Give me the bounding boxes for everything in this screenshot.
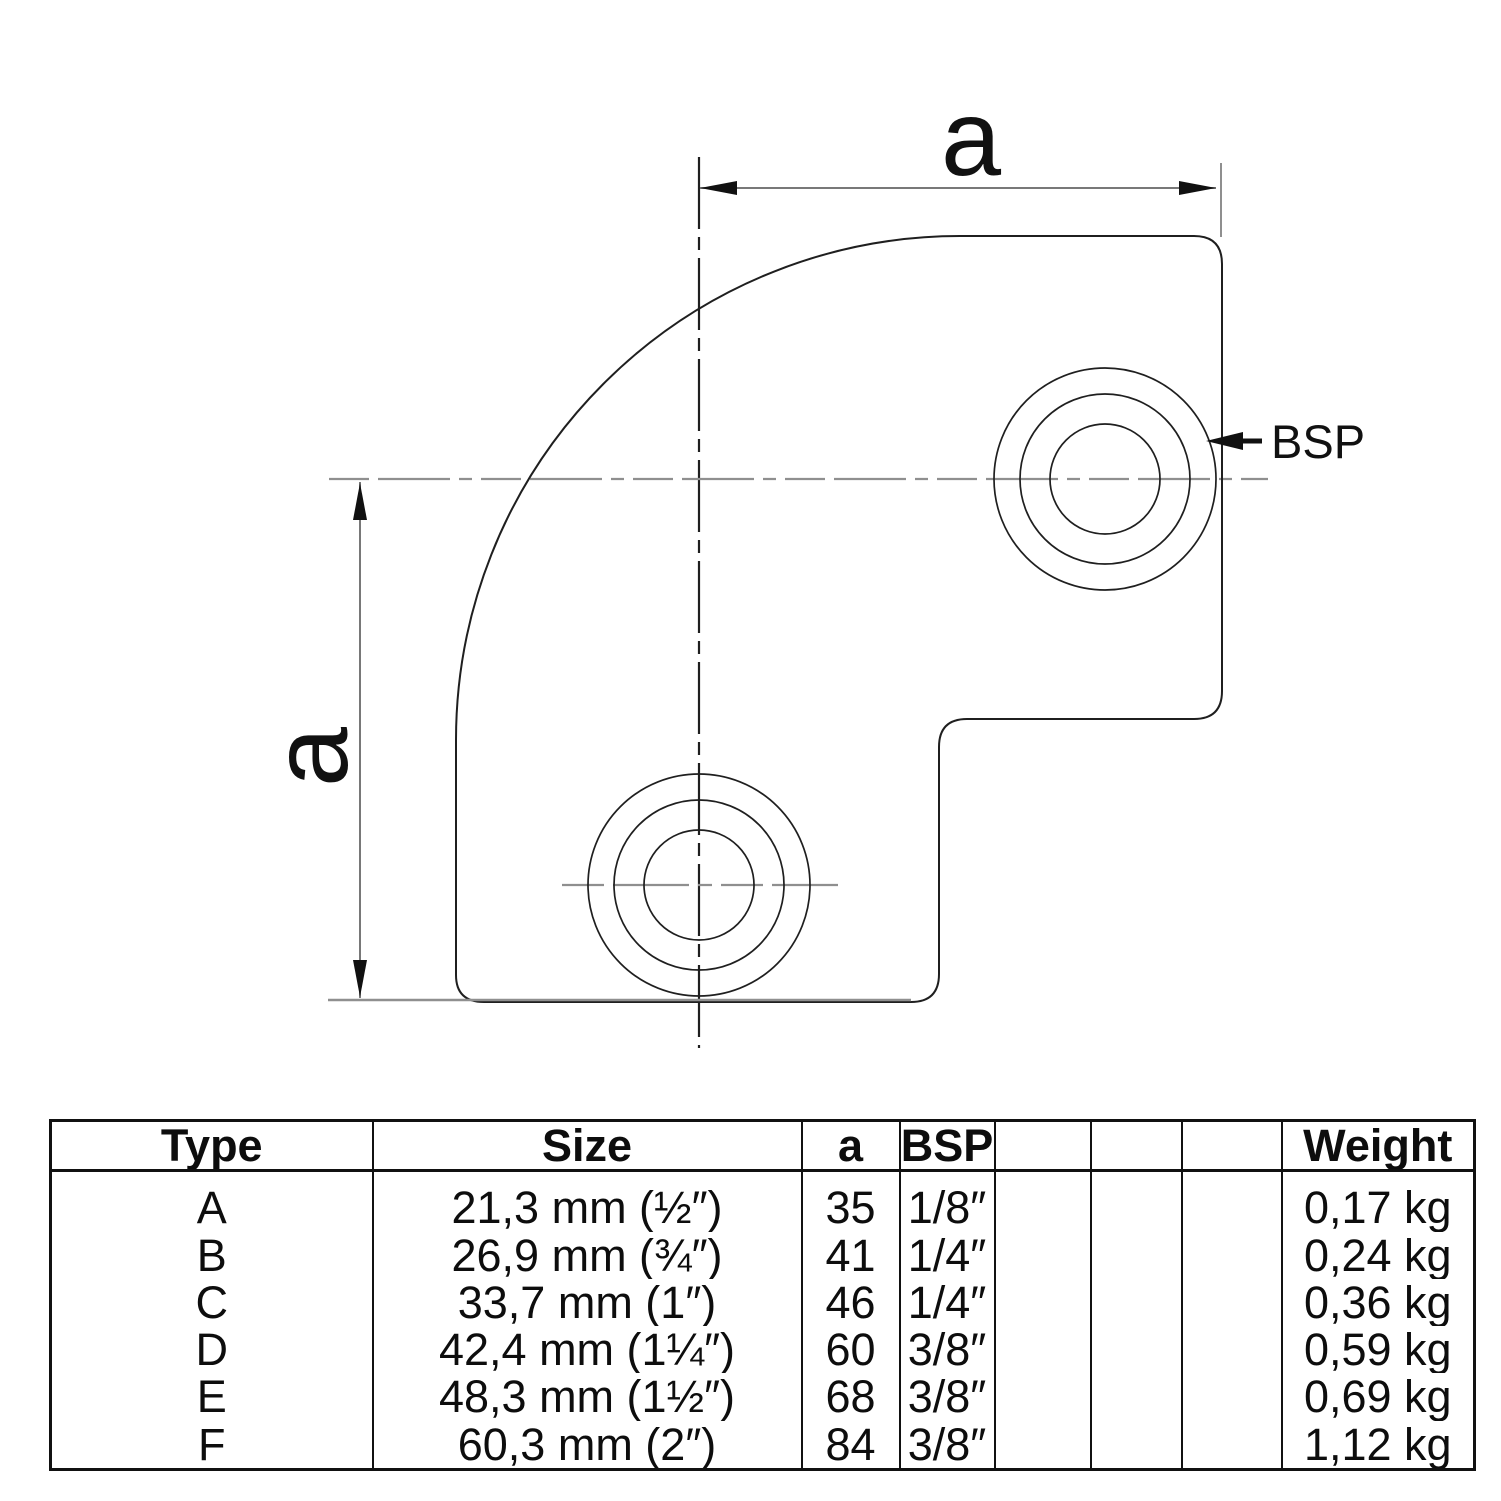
cell-empty xyxy=(993,1420,1092,1470)
dimension-top-label: a xyxy=(941,77,1002,198)
cell-a: 68 xyxy=(800,1373,901,1421)
dimension-left-label: a xyxy=(249,726,370,787)
cell-bsp: 3/8″ xyxy=(898,1420,996,1470)
col-header-type: Type xyxy=(49,1120,374,1173)
bsp-arrowhead-icon xyxy=(1206,432,1243,450)
cell-empty xyxy=(1089,1326,1183,1374)
cell-size: 21,3 mm (½″) xyxy=(371,1170,803,1232)
cell-type: B xyxy=(49,1231,374,1279)
cell-bsp: 3/8″ xyxy=(898,1326,996,1374)
cell-empty xyxy=(1180,1170,1283,1232)
cell-empty xyxy=(993,1278,1092,1326)
arrowhead-left-icon xyxy=(700,181,737,195)
cell-empty xyxy=(1180,1231,1283,1279)
cell-type: E xyxy=(49,1373,374,1421)
cell-weight: 0,59 kg xyxy=(1280,1326,1476,1374)
cell-size: 48,3 mm (1½″) xyxy=(371,1373,803,1421)
cell-empty xyxy=(1180,1373,1283,1421)
bsp-leader: BSP xyxy=(1206,415,1365,468)
cell-size: 33,7 mm (1″) xyxy=(371,1278,803,1326)
table-row: B 26,9 mm (¾″) 41 1/4″ 0,24 kg xyxy=(49,1231,1476,1279)
cell-weight: 0,24 kg xyxy=(1280,1231,1476,1279)
col-header-a: a xyxy=(800,1120,901,1173)
bottom-socket-middle-circle xyxy=(613,799,785,971)
col-header-size: Size xyxy=(371,1120,803,1173)
cell-empty xyxy=(993,1170,1092,1232)
cell-weight: 0,17 kg xyxy=(1280,1170,1476,1232)
cell-size: 26,9 mm (¾″) xyxy=(371,1231,803,1279)
cell-empty xyxy=(1180,1326,1283,1374)
top-socket-outer-circle xyxy=(993,367,1217,591)
cell-type: F xyxy=(49,1420,374,1470)
cell-weight: 1,12 kg xyxy=(1280,1420,1476,1470)
cell-empty xyxy=(1089,1170,1183,1232)
table-row: C 33,7 mm (1″) 46 1/4″ 0,36 kg xyxy=(49,1278,1476,1326)
col-header-weight: Weight xyxy=(1280,1120,1476,1173)
cell-bsp: 1/4″ xyxy=(898,1278,996,1326)
cell-empty xyxy=(1089,1373,1183,1421)
cell-empty xyxy=(1180,1278,1283,1326)
centerlines xyxy=(329,157,1268,1048)
cell-weight: 0,36 kg xyxy=(1280,1278,1476,1326)
cell-a: 35 xyxy=(800,1170,901,1232)
arrowhead-up-icon xyxy=(353,483,367,520)
spec-table: Type Size a BSP Weight A 21,3 mm (½″) 35… xyxy=(49,1119,1476,1471)
col-header-empty-1 xyxy=(993,1120,1092,1173)
table-row: E 48,3 mm (1½″) 68 3/8″ 0,69 kg xyxy=(49,1373,1476,1421)
cell-empty xyxy=(993,1231,1092,1279)
arrowhead-down-icon xyxy=(353,960,367,997)
top-socket-bore xyxy=(993,367,1217,591)
cell-a: 41 xyxy=(800,1231,901,1279)
cell-empty xyxy=(993,1373,1092,1421)
bottom-socket-bore xyxy=(587,773,811,997)
cell-size: 42,4 mm (1¼″) xyxy=(371,1326,803,1374)
bsp-leader-label: BSP xyxy=(1271,415,1365,468)
cell-empty xyxy=(1180,1420,1283,1470)
elbow-body-outline xyxy=(455,235,1223,1003)
header-row: Type Size a BSP Weight xyxy=(49,1120,1476,1173)
cell-empty xyxy=(1089,1420,1183,1470)
cell-bsp: 1/8″ xyxy=(898,1170,996,1232)
cell-empty xyxy=(1089,1278,1183,1326)
table-row: A 21,3 mm (½″) 35 1/8″ 0,17 kg xyxy=(49,1170,1476,1232)
arrowhead-right-icon xyxy=(1179,181,1216,195)
cell-type: A xyxy=(49,1170,374,1232)
dimension-top: a xyxy=(700,77,1222,237)
cell-size: 60,3 mm (2″) xyxy=(371,1420,803,1470)
col-header-empty-2 xyxy=(1089,1120,1183,1173)
cell-weight: 0,69 kg xyxy=(1280,1373,1476,1421)
cell-type: C xyxy=(49,1278,374,1326)
cell-type: D xyxy=(49,1326,374,1374)
cell-a: 46 xyxy=(800,1278,901,1326)
table-row: D 42,4 mm (1¼″) 60 3/8″ 0,59 kg xyxy=(49,1326,1476,1374)
col-header-bsp: BSP xyxy=(898,1120,996,1173)
table-row: F 60,3 mm (2″) 84 3/8″ 1,12 kg xyxy=(49,1420,1476,1470)
col-header-empty-3 xyxy=(1180,1120,1283,1173)
top-socket-inner-circle xyxy=(1049,423,1161,535)
cell-a: 60 xyxy=(800,1326,901,1374)
bottom-socket-outer-circle xyxy=(587,773,811,997)
cell-a: 84 xyxy=(800,1420,901,1470)
cell-bsp: 1/4″ xyxy=(898,1231,996,1279)
bottom-socket-inner-circle xyxy=(643,829,755,941)
dimension-left: a xyxy=(249,482,911,1002)
top-socket-middle-circle xyxy=(1019,393,1191,565)
cell-empty xyxy=(993,1326,1092,1374)
cell-empty xyxy=(1089,1231,1183,1279)
cell-bsp: 3/8″ xyxy=(898,1373,996,1421)
